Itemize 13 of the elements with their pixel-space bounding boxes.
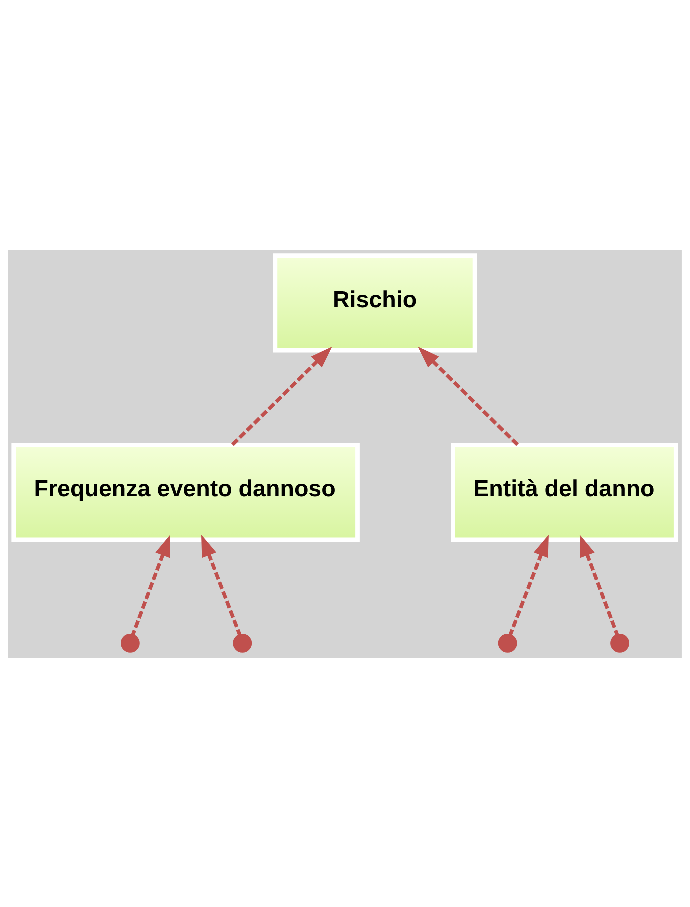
- arrow: [580, 534, 620, 635]
- arrow: [131, 534, 171, 635]
- node-circle: [498, 633, 518, 652]
- node-box: Frequenza evento dannoso: [12, 442, 360, 542]
- node-box: Entità del danno: [451, 442, 678, 542]
- arrow: [418, 346, 519, 446]
- node-box: Rischio: [273, 253, 478, 352]
- node-circle: [610, 633, 630, 652]
- arrow: [231, 346, 332, 446]
- node-circle: [233, 633, 252, 652]
- arrow: [508, 534, 549, 636]
- arrow: [202, 534, 242, 636]
- node-circle: [120, 633, 140, 652]
